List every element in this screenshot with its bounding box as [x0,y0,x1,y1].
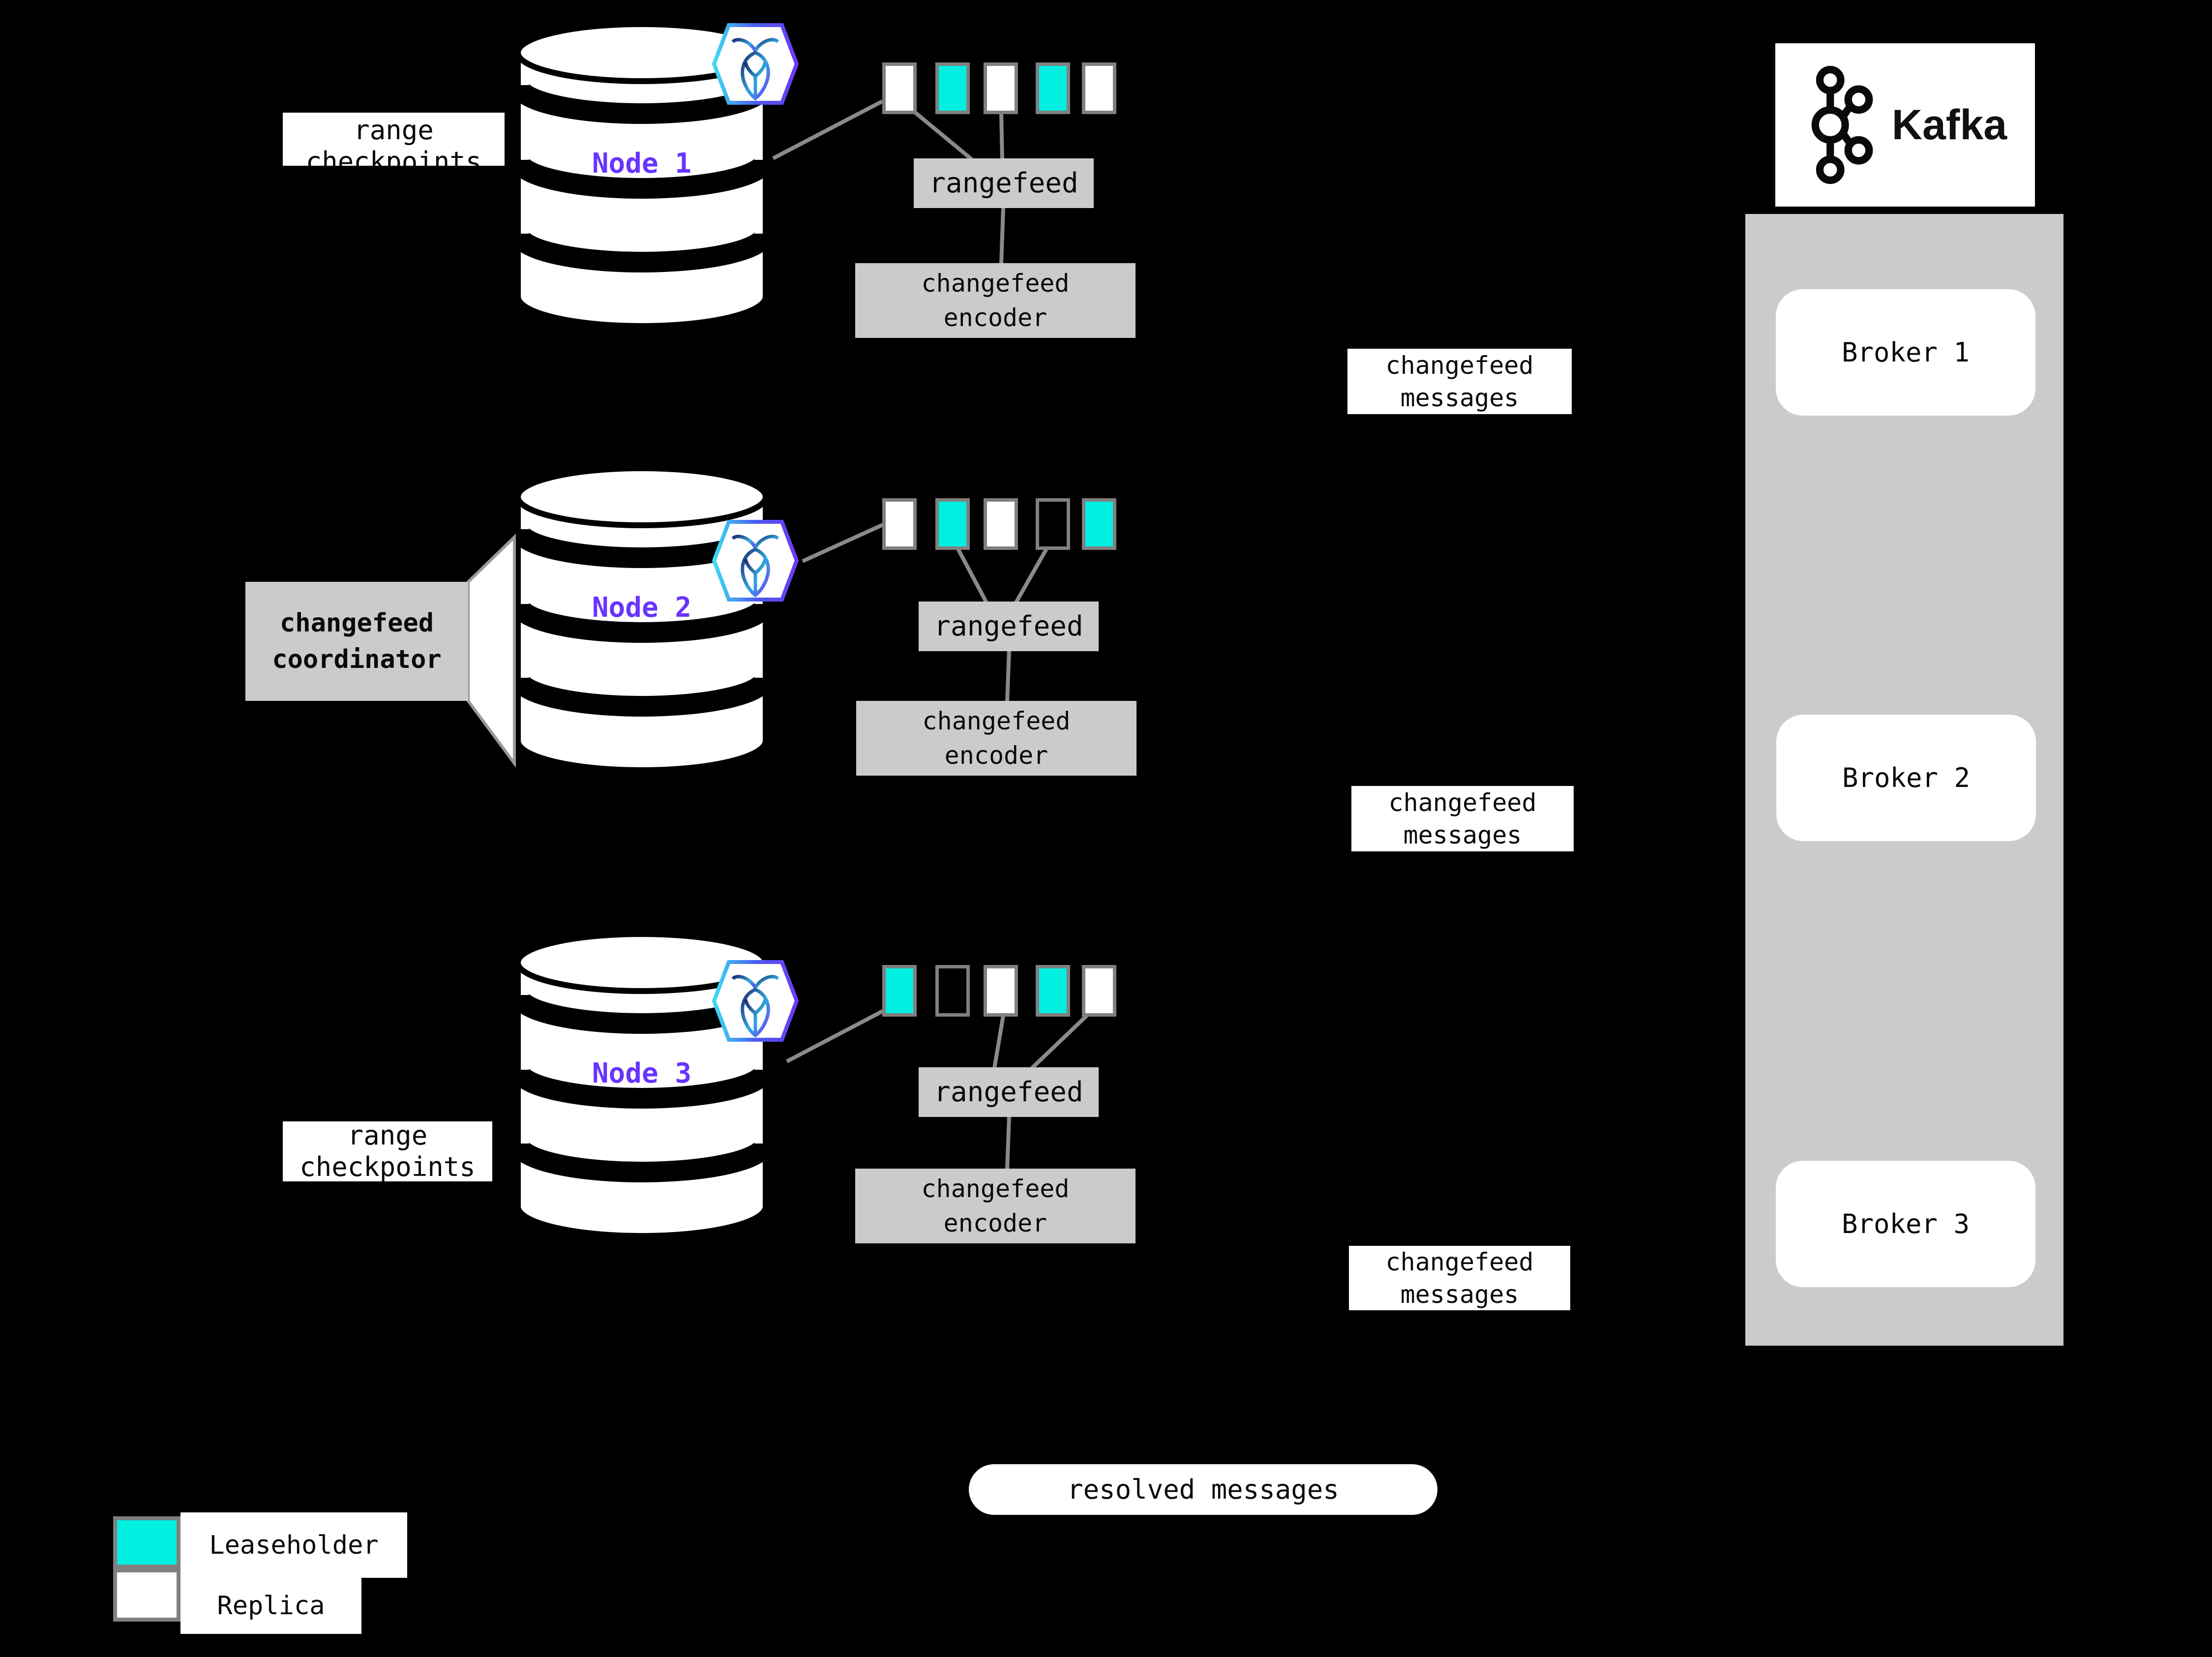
kafka-title: Kafka [1891,101,2007,149]
node-1-label: Node 1 [592,148,692,180]
empty-range-rect [1036,498,1070,550]
replica-range-rect [882,498,917,550]
leaseholder-range-rect [1036,62,1070,114]
legend-replica-swatch [113,1568,180,1622]
broker-1-box: Broker 1 [1776,289,2035,416]
resolved-messages-pill: resolved messages [969,1464,1437,1515]
replica-range-rect [882,62,917,114]
changefeed-encoder-box: changefeed encoder [856,701,1136,776]
legend-leaseholder-label: Leaseholder [180,1512,407,1578]
range-checkpoints-label-bottom: range checkpoints [283,1120,492,1182]
broker-2-box: Broker 2 [1776,715,2036,841]
replica-range-rect [984,498,1018,550]
range-checkpoints-label-top: range checkpoints [283,113,505,166]
replica-range-rect [1082,965,1116,1017]
empty-range-rect [935,965,970,1017]
replica-range-rect [984,965,1018,1017]
changefeed-encoder-box: changefeed encoder [855,263,1136,338]
node-2-label: Node 2 [592,592,692,624]
leaseholder-range-rect [935,498,970,550]
changefeed-encoder-box: changefeed encoder [855,1169,1136,1243]
legend-leaseholder-swatch [113,1516,180,1568]
replica-range-rect [1082,62,1116,114]
arrowhead-into-broker-3 [2055,1209,2087,1233]
leaseholder-range-rect [882,965,917,1017]
legend-replica-label: Replica [180,1578,361,1634]
kafka-circles-icon [1811,65,1873,184]
leaseholder-range-rect [1082,498,1116,550]
node-3-label: Node 3 [592,1057,692,1089]
rangefeed-box: rangefeed [914,158,1094,208]
leaseholder-range-rect [935,62,970,114]
replica-range-rect [984,62,1018,114]
changefeed-messages-label: changefeed messages [1347,349,1572,414]
broker-3-box: Broker 3 [1776,1161,2035,1287]
kafka-logo-box: Kafka [1775,43,2035,207]
arrowhead-into-broker-1 [2055,331,2087,354]
changefeed-messages-label: changefeed messages [1351,786,1574,851]
rangefeed-box: rangefeed [919,1067,1099,1117]
cockroachdb-logo-icon [712,956,799,1046]
changefeed-messages-label: changefeed messages [1349,1246,1570,1310]
cockroachdb-logo-icon [712,19,799,109]
changefeed-coordinator-box: changefeed coordinator [245,582,468,701]
leaseholder-range-rect [1036,965,1070,1017]
coordinator-pointer-shape [467,533,516,768]
rangefeed-box: rangefeed [919,602,1099,651]
